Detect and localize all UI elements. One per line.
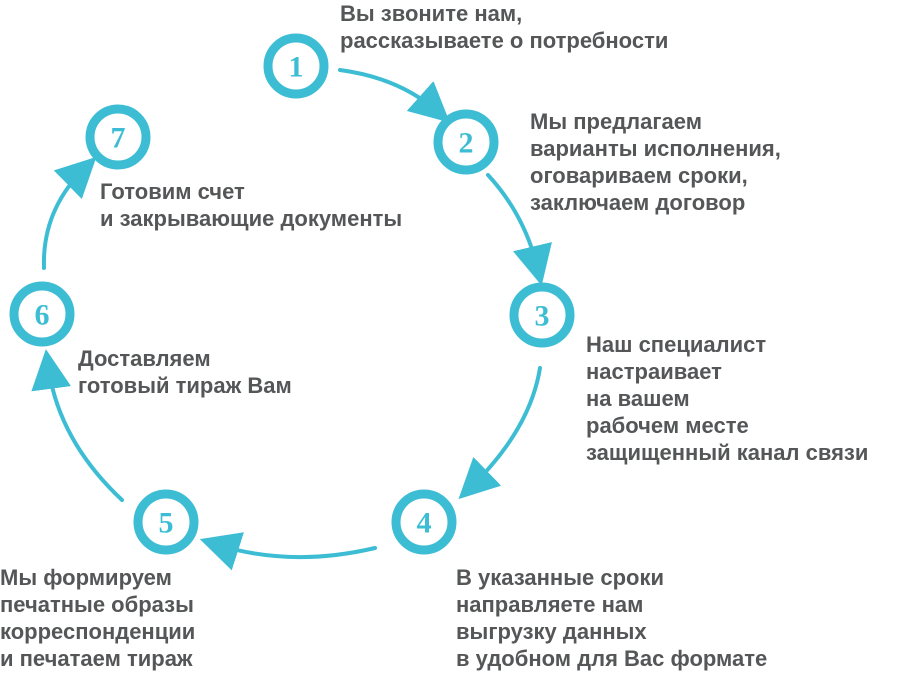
step-5-line: Мы формируем [0,565,172,590]
step-2-number: 2 [459,127,474,160]
step-1-line: рассказываете о потребности [340,28,669,53]
step-6-line: готовый тираж Вам [78,373,292,398]
step-2-marker: 2 [433,109,499,175]
step-3-description: Наш специалист настраивает на вашем рабо… [586,331,868,466]
step-4-line: выгрузку данных [456,619,647,644]
step-4-line: направляете нам [456,592,644,617]
step-7-marker: 7 [85,104,151,170]
step-6-line: Доставляем [78,346,211,371]
step-5-marker: 5 [133,489,199,555]
step-3-line: на вашем [586,386,690,411]
step-3-marker: 3 [509,282,575,348]
step-7-description: Готовим счет и закрывающие документы [100,178,402,232]
step-5-line: корреспонденции [0,619,196,644]
step-2-line: оговариваем сроки, [530,163,748,188]
step-2-line: заключаем договор [530,190,746,215]
step-6-description: Доставляем готовый тираж Вам [78,345,292,399]
step-5-number: 5 [159,507,174,540]
step-3-line: настраивает [586,359,722,384]
step-4-number: 4 [417,507,432,540]
step-5-line: печатные образы [0,592,194,617]
arrow-2-to-3 [486,173,552,286]
step-3-line: защищенный канал связи [586,440,869,465]
step-4-line: В указанные сроки [456,565,664,590]
step-6-marker: 6 [9,281,75,347]
step-4-line: в удобном для Вас формате [456,646,768,671]
step-5-description: Мы формируем печатные образы корреспонде… [0,564,195,672]
step-1-marker: 1 [263,33,329,99]
step-3-line: рабочем месте [586,413,749,438]
step-2-line: варианты исполнения, [530,136,781,161]
step-4-marker: 4 [391,489,457,555]
arrow-3-to-4 [458,366,542,500]
step-3-line: Наш специалист [586,332,767,357]
step-1-description: Вы звоните нам, рассказываете о потребно… [340,0,668,54]
step-7-number: 7 [111,122,126,155]
step-7-line: и закрывающие документы [100,206,403,231]
arrow-4-to-5 [199,532,377,571]
arrow-5-to-6 [31,349,124,502]
step-7-line: Готовим счет [100,179,245,204]
arrow-1-to-2 [338,68,450,123]
step-1-number: 1 [289,51,304,84]
step-2-description: Мы предлагаем варианты исполнения, огова… [530,108,781,216]
arrow-6-to-7 [41,156,97,270]
step-1-line: Вы звоните нам, [340,1,523,26]
step-4-description: В указанные сроки направляете нам выгруз… [456,564,767,672]
step-3-number: 3 [535,300,550,333]
step-5-line: и печатаем тираж [0,646,193,671]
step-2-line: Мы предлагаем [530,109,702,134]
step-6-number: 6 [35,299,50,332]
